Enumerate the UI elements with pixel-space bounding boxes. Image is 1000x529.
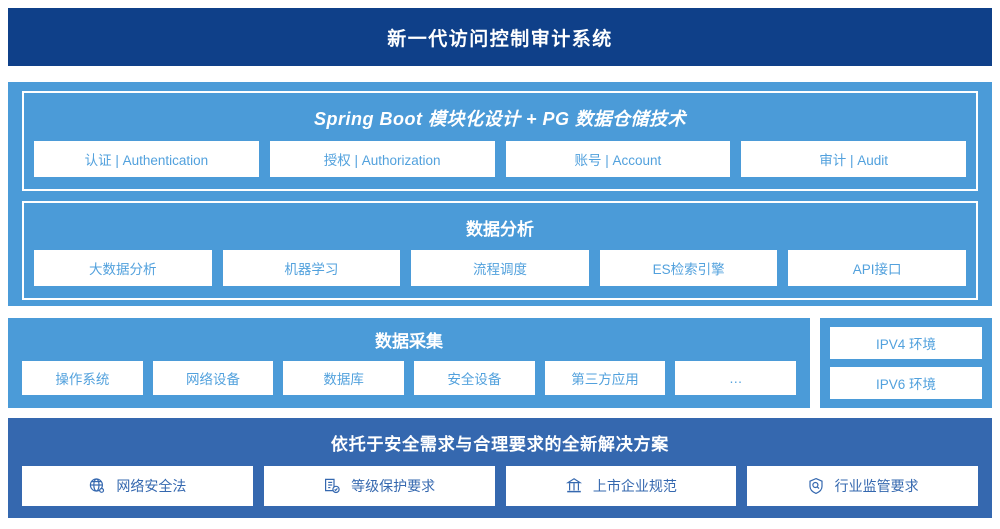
collection-row: 数据采集 操作系统 网络设备 数据库 安全设备 第三方应用 … IPV4 环境 … xyxy=(8,318,992,408)
card-audit[interactable]: 审计 | Audit xyxy=(741,141,966,177)
card-process-scheduling[interactable]: 流程调度 xyxy=(411,250,589,286)
card-third-party-application[interactable]: 第三方应用 xyxy=(544,361,666,395)
card-authentication[interactable]: 认证 | Authentication xyxy=(34,141,259,177)
compliance-card-label: 网络安全法 xyxy=(116,478,187,494)
section-title-data-analysis: 数据分析 xyxy=(466,220,534,239)
card-ipv6-environment[interactable]: IPV6 环境 xyxy=(830,367,982,399)
shield-search-icon xyxy=(807,477,825,495)
card-big-data-analysis[interactable]: 大数据分析 xyxy=(34,250,212,286)
card-authorization[interactable]: 授权 | Authorization xyxy=(269,141,495,177)
globe-network-icon xyxy=(88,477,106,495)
card-listed-company-standard[interactable]: 上市企业规范 xyxy=(505,466,737,506)
compliance-card-label: 等级保护要求 xyxy=(351,478,436,494)
card-row-data-collection: 操作系统 网络设备 数据库 安全设备 第三方应用 … xyxy=(22,361,797,395)
card-classified-protection[interactable]: 等级保护要求 xyxy=(263,466,495,506)
section-title-spring-boot: Spring Boot 模块化设计 + PG 数据仓储技术 xyxy=(313,109,686,129)
page-title-bar: 新一代访问控制审计系统 xyxy=(8,8,992,66)
bank-building-icon xyxy=(565,477,583,495)
card-machine-learning[interactable]: 机器学习 xyxy=(222,250,401,286)
card-es-search-engine[interactable]: ES检索引擎 xyxy=(599,250,778,286)
card-database[interactable]: 数据库 xyxy=(283,361,405,395)
section-title-compliance: 依托于安全需求与合理要求的全新解决方案 xyxy=(330,435,670,454)
page-title: 新一代访问控制审计系统 xyxy=(387,28,613,50)
compliance-card-label: 上市企业规范 xyxy=(592,478,677,494)
card-security-device[interactable]: 安全设备 xyxy=(414,361,535,395)
card-industry-regulation[interactable]: 行业监管要求 xyxy=(747,466,978,506)
card-ipv4-environment[interactable]: IPV4 环境 xyxy=(830,327,982,359)
platform-section-spring-boot: Spring Boot 模块化设计 + PG 数据仓储技术 认证 | Authe… xyxy=(22,91,978,191)
card-cybersecurity-law[interactable]: 网络安全法 xyxy=(22,466,253,506)
card-network-device[interactable]: 网络设备 xyxy=(152,361,274,395)
platform-section-data-analysis: 数据分析 大数据分析 机器学习 流程调度 ES检索引擎 API接口 xyxy=(22,201,978,300)
card-api-interface[interactable]: API接口 xyxy=(788,250,966,286)
environment-panel: IPV4 环境 IPV6 环境 xyxy=(820,318,992,408)
card-operating-system[interactable]: 操作系统 xyxy=(22,361,143,395)
card-account[interactable]: 账号 | Account xyxy=(505,141,731,177)
card-row-data-analysis: 大数据分析 机器学习 流程调度 ES检索引擎 API接口 xyxy=(34,250,966,286)
document-check-icon xyxy=(323,477,341,495)
card-row-compliance: 网络安全法 等级保护要求 xyxy=(22,466,978,506)
card-row-spring-boot: 认证 | Authentication 授权 | Authorization 账… xyxy=(34,141,966,177)
platform-panel: Spring Boot 模块化设计 + PG 数据仓储技术 认证 | Authe… xyxy=(8,82,992,306)
compliance-card-label: 行业监管要求 xyxy=(834,478,919,494)
data-collection-panel: 数据采集 操作系统 网络设备 数据库 安全设备 第三方应用 … xyxy=(8,318,810,408)
section-title-data-collection: 数据采集 xyxy=(375,332,443,351)
card-more-ellipsis[interactable]: … xyxy=(675,361,797,395)
compliance-panel: 依托于安全需求与合理要求的全新解决方案 网络安全法 xyxy=(8,418,992,518)
